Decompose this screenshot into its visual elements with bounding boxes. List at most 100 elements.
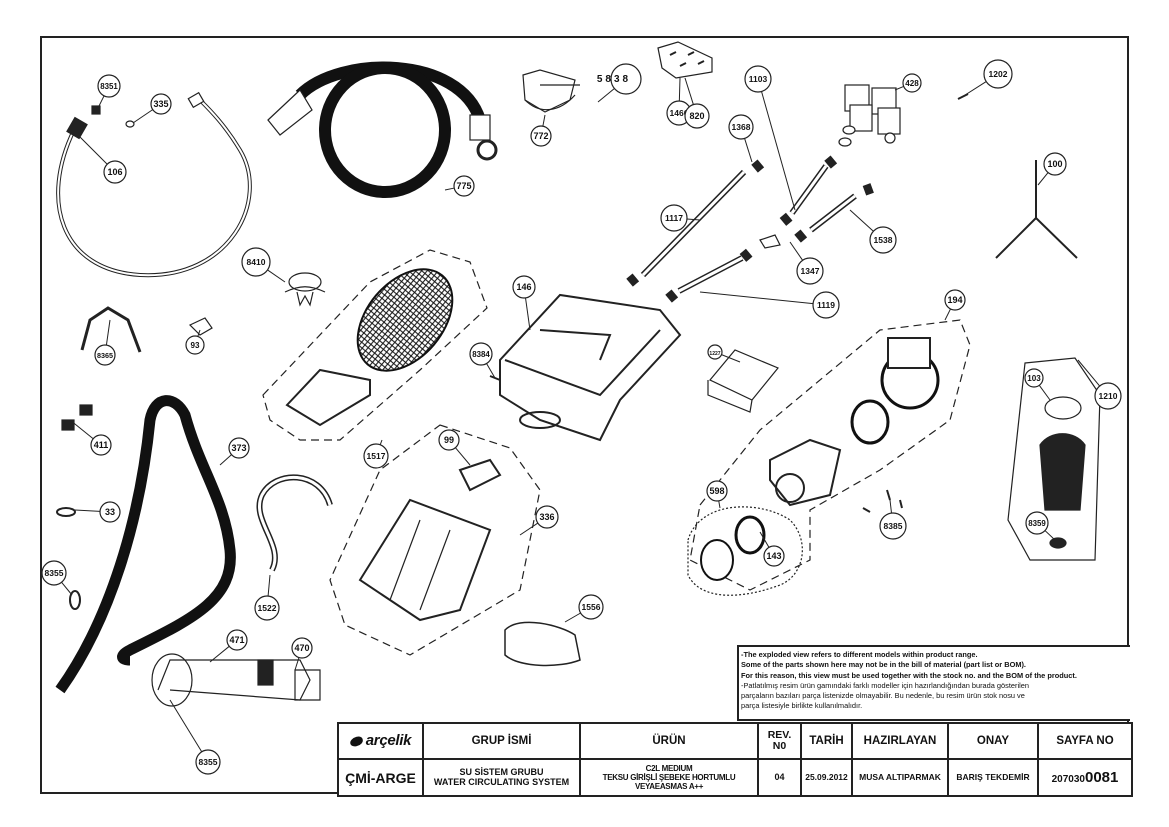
leader-line bbox=[944, 308, 951, 321]
part-775-supply-hose bbox=[267, 61, 498, 198]
part-internal-pipes bbox=[626, 155, 874, 303]
header-group: GRUP İSMİ bbox=[422, 722, 581, 760]
header-rev: REV.N0 bbox=[757, 722, 802, 760]
brand-logo: arçelik bbox=[337, 722, 424, 760]
callout-label: 1556 bbox=[582, 602, 601, 612]
leader-line bbox=[849, 209, 874, 232]
group-1210-bellows bbox=[1007, 357, 1101, 561]
note-line: parçaların bazıları parça listenizde olm… bbox=[741, 691, 1025, 701]
callout-8410: 8410 bbox=[241, 247, 286, 283]
callout-8384: 8384 bbox=[469, 342, 496, 379]
callout-label: 1347 bbox=[801, 266, 820, 276]
callout-label: 8351 bbox=[100, 82, 118, 91]
callout-label: 100 bbox=[1047, 159, 1062, 169]
callout-1347: 1347 bbox=[789, 241, 824, 285]
callout-label: 1522 bbox=[258, 603, 277, 613]
callout-circle bbox=[706, 480, 728, 502]
callout-label: 411 bbox=[94, 440, 109, 450]
callout-circle bbox=[796, 257, 824, 285]
prepared-by: MUSA ALTIPARMAK bbox=[851, 758, 949, 797]
callout-circle bbox=[578, 594, 604, 620]
callout-circle bbox=[684, 103, 710, 129]
header-page: SAYFA NO bbox=[1037, 722, 1133, 760]
callout-circle bbox=[103, 160, 127, 184]
group-1517 bbox=[262, 249, 488, 441]
leader-line bbox=[294, 657, 300, 671]
callout-circle bbox=[944, 289, 966, 311]
callout-label: 8359 bbox=[1028, 519, 1046, 528]
leader-line bbox=[678, 77, 681, 102]
callout-103: 103 bbox=[1024, 368, 1051, 401]
callout-circle bbox=[228, 437, 250, 459]
callout-label: 1227 bbox=[709, 351, 720, 357]
callout-circle bbox=[707, 344, 723, 360]
callout-circle bbox=[90, 434, 112, 456]
part-335-washer bbox=[125, 120, 135, 128]
leader-line bbox=[761, 91, 796, 211]
leader-line bbox=[686, 218, 701, 221]
part-1227-cover bbox=[707, 349, 779, 413]
product-line2: TEKSU GİRİŞLİ ŞEBEKE HORTUMLU bbox=[602, 773, 736, 782]
part-1522-elbow-inner bbox=[258, 475, 332, 571]
leader-line bbox=[542, 114, 546, 127]
callout-circle bbox=[150, 93, 172, 115]
callout-label: 8384 bbox=[472, 350, 490, 359]
part-428-inlet-valve bbox=[838, 84, 901, 147]
callout-label: 93 bbox=[190, 341, 200, 350]
callout-circle bbox=[291, 637, 313, 659]
callout-circle bbox=[226, 629, 248, 651]
callout-8355b: 8355 bbox=[169, 699, 221, 775]
callout-1368: 1368 bbox=[728, 114, 754, 163]
header-rev-line2: N0 bbox=[772, 740, 787, 752]
callout-8351: 8351 bbox=[97, 74, 121, 109]
header-product: ÜRÜN bbox=[579, 722, 759, 760]
part-100-y-bracket bbox=[995, 160, 1078, 259]
callout-circle bbox=[660, 204, 688, 232]
leader-line bbox=[105, 319, 111, 346]
date-value: 25.09.2012 bbox=[800, 758, 853, 797]
leader-line bbox=[1037, 172, 1049, 186]
callout-label: 8385 bbox=[884, 521, 903, 531]
leader-line bbox=[744, 138, 753, 163]
note-line: Some of the parts shown here may not be … bbox=[741, 660, 1026, 670]
department: ÇMİ-ARGE bbox=[337, 758, 424, 797]
callout-circle bbox=[812, 291, 840, 319]
callout-circle bbox=[535, 505, 559, 529]
leader-line bbox=[267, 269, 286, 283]
leader-line bbox=[69, 419, 94, 440]
leader-line bbox=[209, 645, 230, 663]
title-block: arçelik GRUP İSMİ ÜRÜN REV.N0 TARİH HAZI… bbox=[337, 722, 1133, 797]
callout-1117: 1117 bbox=[660, 204, 701, 232]
callout-428: 428 bbox=[894, 73, 922, 93]
callout-471: 471 bbox=[209, 629, 248, 663]
leader-line bbox=[597, 88, 615, 103]
callout-circle bbox=[99, 501, 121, 523]
callout-194: 194 bbox=[944, 289, 966, 321]
callout-411: 411 bbox=[69, 419, 112, 456]
leader-line bbox=[721, 354, 741, 363]
leader-line bbox=[169, 699, 203, 753]
callout-circle bbox=[763, 545, 785, 567]
group-598-filter bbox=[687, 506, 803, 596]
leader-line bbox=[77, 134, 108, 165]
callout-label: 1119 bbox=[817, 300, 835, 310]
header-approved: ONAY bbox=[947, 722, 1039, 760]
note-line: For this reason, this view must be used … bbox=[741, 670, 1077, 680]
callout-circle bbox=[983, 59, 1013, 89]
leader-line bbox=[789, 241, 804, 261]
leader-line bbox=[61, 581, 73, 596]
callout-label: 1368 bbox=[732, 122, 751, 132]
callout-label: 8410 bbox=[247, 257, 266, 267]
callout-label: 1117 bbox=[665, 213, 683, 223]
callout-820: 820 bbox=[684, 77, 710, 129]
page-number: 2070300081 bbox=[1037, 758, 1133, 797]
leader-line bbox=[564, 612, 581, 623]
group-name-line2: WATER CIRCULATING SYSTEM bbox=[433, 776, 570, 787]
leader-line bbox=[197, 329, 201, 337]
callout-label: 471 bbox=[229, 635, 244, 645]
leader-line bbox=[718, 500, 721, 509]
callout-label: 820 bbox=[689, 111, 704, 121]
part-411-clips bbox=[61, 419, 75, 431]
callout-1538: 1538 bbox=[849, 209, 897, 254]
